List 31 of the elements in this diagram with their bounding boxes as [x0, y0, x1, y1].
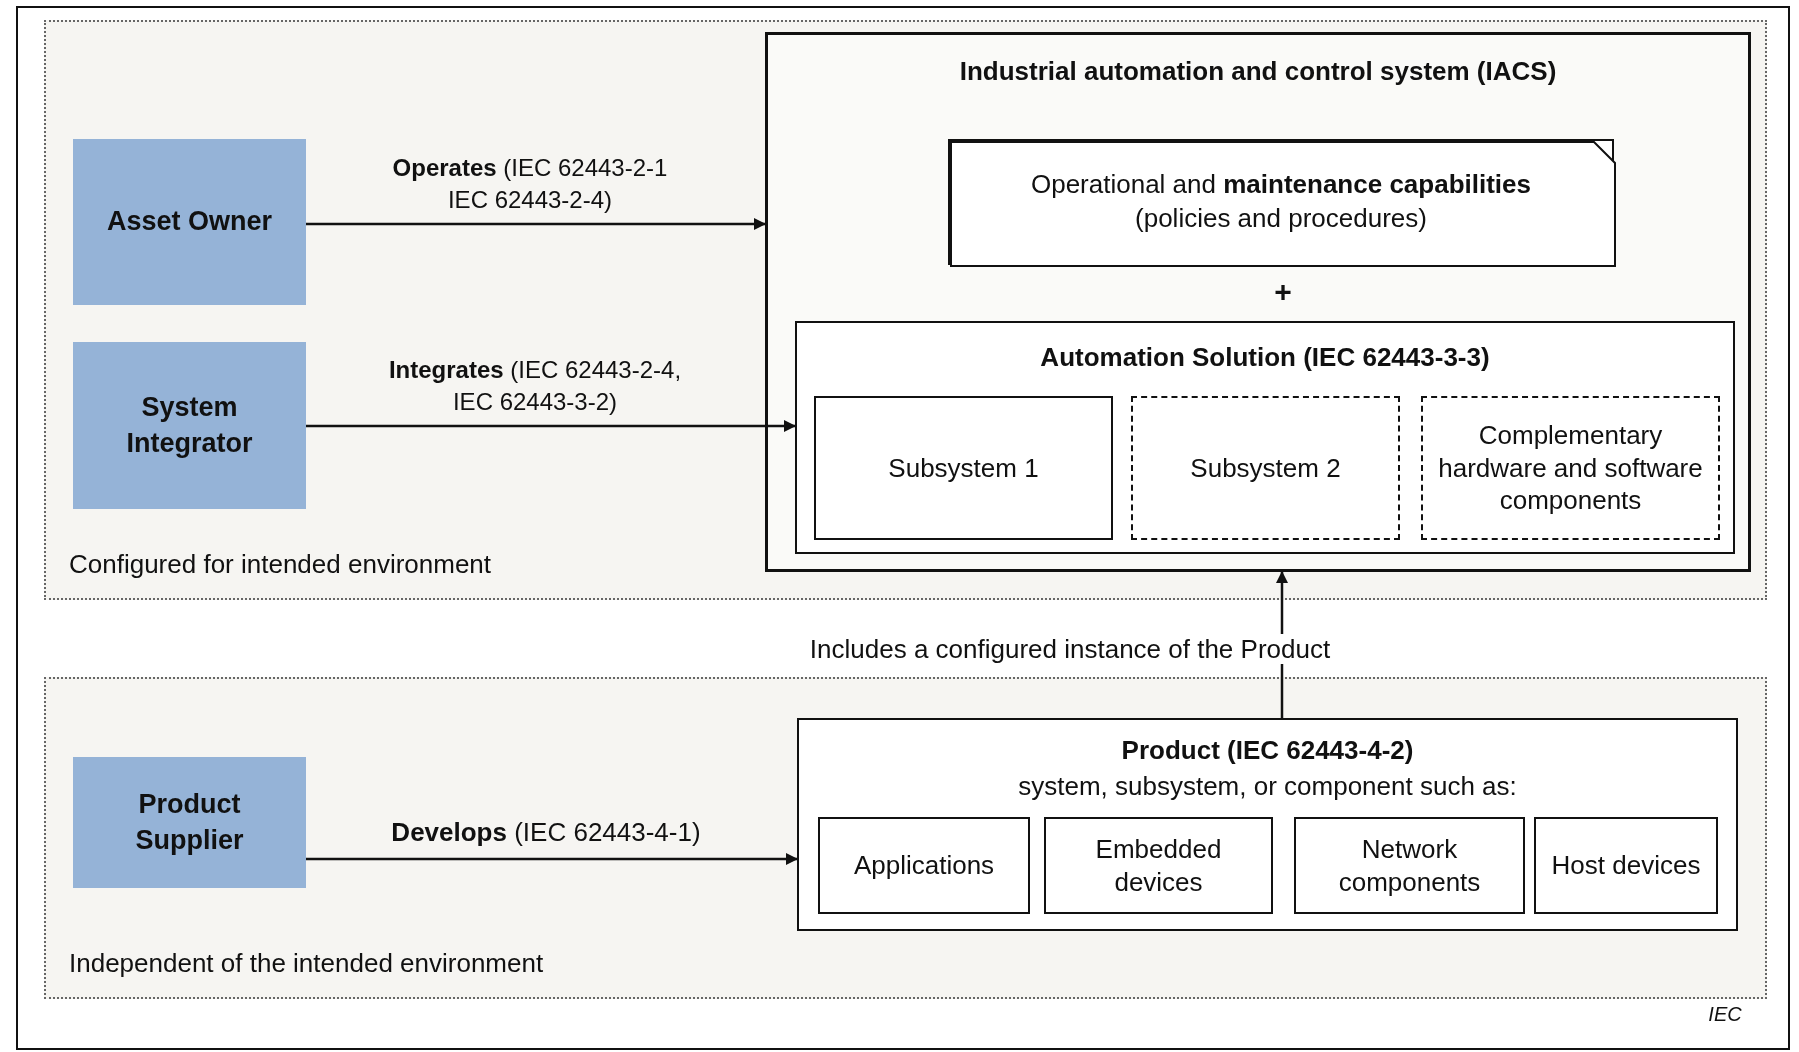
edge-label: Operates (IEC 62443-2-1 IEC 62443-2-4)	[392, 154, 668, 214]
heading-text: Independent of the intended environment	[69, 946, 544, 979]
arrow	[306, 853, 798, 865]
arrow	[306, 218, 766, 230]
heading-text: Configured for intended environment	[69, 547, 492, 580]
components-box: Complementary hardware and software components	[1421, 396, 1720, 540]
role-box: System Integrator	[73, 342, 306, 509]
solution-box	[795, 321, 1735, 554]
heading-text: Product (IEC 62443-4-2)	[1120, 734, 1415, 767]
note-box	[948, 139, 1614, 265]
component-box: Embedded devices	[1044, 817, 1273, 914]
heading-text: Industrial automation and control system (IACS)	[958, 55, 1558, 88]
product-box	[797, 718, 1738, 931]
heading-text: Automation Solution (IEC 62443-3-3)	[1039, 341, 1491, 374]
edge-label: Integrates (IEC 62443-2-4, IEC 62443-3-2)	[388, 356, 682, 416]
body-text: system, subsystem, or component such as:	[1017, 770, 1518, 803]
component-box: Host devices	[1534, 817, 1718, 914]
arrow	[306, 420, 796, 432]
source-mark: IEC	[1707, 1003, 1743, 1026]
system-box	[765, 32, 1751, 572]
region-band	[44, 20, 1767, 600]
role-box: Product Supplier	[73, 757, 306, 888]
component-box: Network components	[1294, 817, 1525, 914]
region-band	[44, 677, 1767, 999]
subsystem-box: Subsystem 2	[1131, 396, 1400, 540]
component-box: Applications	[818, 817, 1030, 914]
plus-sign: +	[1273, 275, 1293, 309]
edge-label: Develops (IEC 62443-4-1)	[391, 817, 701, 847]
note-text: Operational and maintenance capabilities (policies and procedures)	[1029, 168, 1532, 235]
role-box: Asset Owner	[73, 139, 306, 305]
subsystem-box: Subsystem 1	[814, 396, 1113, 540]
